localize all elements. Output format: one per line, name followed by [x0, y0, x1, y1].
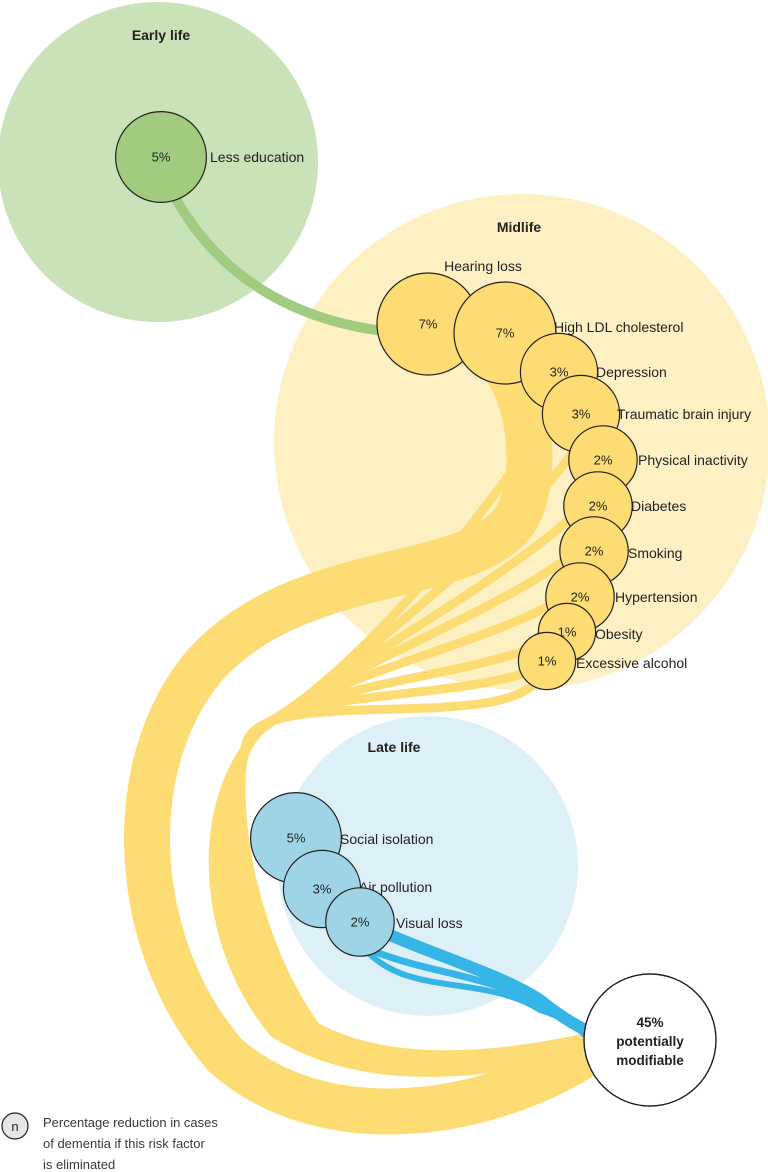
- total-label-line3: modifiable: [616, 1053, 684, 1068]
- stream-late-life-3: [355, 937, 589, 1039]
- risk-factor-hearing-loss: 7% Hearing loss: [376, 258, 522, 376]
- percentage-hypertension: 2%: [571, 590, 590, 605]
- label-air-pollution: Air pollution: [359, 879, 432, 895]
- label-hypertension: Hypertension: [615, 589, 698, 605]
- percentage-physical-inactivity: 2%: [594, 453, 613, 468]
- percentage-smoking: 2%: [585, 544, 604, 559]
- percentage-depression: 3%: [550, 365, 569, 380]
- label-depression: Depression: [596, 364, 667, 380]
- percentage-obesity: 1%: [558, 625, 577, 640]
- stream-midlife-8: [236, 673, 585, 1060]
- percentage-excessive-alcohol: 1%: [538, 654, 557, 669]
- legend-text-line3: is eliminated: [43, 1157, 115, 1172]
- percentage-traumatic-brain-injury: 3%: [572, 407, 591, 422]
- risk-factor-less-education: 5% Less education: [114, 110, 304, 204]
- label-traumatic-brain-injury: Traumatic brain injury: [617, 406, 751, 422]
- late-life-title: Late life: [368, 739, 421, 755]
- early-life-title: Early life: [132, 27, 191, 43]
- label-physical-inactivity: Physical inactivity: [638, 452, 748, 468]
- label-smoking: Smoking: [628, 545, 682, 561]
- bubble-less-education: [114, 110, 208, 204]
- legend-symbol: n: [11, 1119, 18, 1134]
- total-label-line2: potentially: [616, 1034, 684, 1049]
- bubble-excessive-alcohol: [517, 631, 577, 691]
- percentage-high-ldl-cholesterol: 7%: [496, 326, 515, 341]
- label-high-ldl-cholesterol: High LDL cholesterol: [554, 319, 683, 335]
- percentage-diabetes: 2%: [589, 499, 608, 514]
- bubble-visual-loss: [325, 887, 395, 957]
- label-diabetes: Diabetes: [631, 498, 686, 514]
- percentage-visual-loss: 2%: [351, 915, 370, 930]
- risk-factor-excessive-alcohol: 1% Excessive alcohol: [517, 631, 687, 691]
- percentage-air-pollution: 3%: [313, 882, 332, 897]
- risk-factor-visual-loss: 2% Visual loss: [325, 887, 463, 957]
- total-circle: 45% potentially modifiable: [583, 973, 717, 1107]
- label-visual-loss: Visual loss: [396, 915, 463, 931]
- percentage-social-isolation: 5%: [287, 831, 306, 846]
- legend-text-line1: Percentage reduction in cases: [43, 1115, 218, 1130]
- total-percentage: 45%: [636, 1015, 663, 1030]
- label-excessive-alcohol: Excessive alcohol: [576, 655, 687, 671]
- risk-factor-bubbles: 5% Less education 7% Hearing loss 7% High LDL…: [114, 110, 751, 957]
- legend-text-line2: of dementia if this risk factor: [43, 1136, 206, 1151]
- percentage-less-education: 5%: [152, 150, 171, 165]
- label-less-education: Less education: [210, 149, 304, 165]
- label-social-isolation: Social isolation: [340, 831, 433, 847]
- percentage-hearing-loss: 7%: [419, 317, 438, 332]
- label-hearing-loss: Hearing loss: [444, 258, 522, 274]
- legend: n Percentage reduction in cases of demen…: [1, 1112, 218, 1172]
- label-obesity: Obesity: [595, 626, 642, 642]
- midlife-title: Midlife: [497, 219, 542, 235]
- legend-symbol-circle: [1, 1112, 29, 1140]
